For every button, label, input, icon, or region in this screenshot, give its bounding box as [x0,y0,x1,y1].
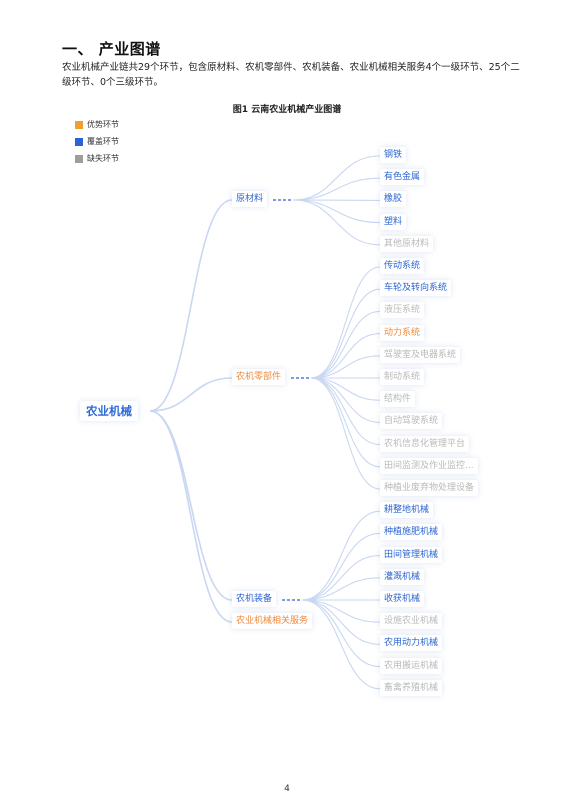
root-to-branch-link [149,410,233,623]
mindmap-branch: 原材料 [232,191,268,207]
page-number: 4 [284,784,290,794]
mindmap-leaf: 塑料 [380,213,407,230]
mindmap-leaf: 传动系统 [380,258,425,274]
legend-swatch-advantage [75,120,83,129]
branch-to-leaf-link [310,377,381,423]
branch-to-leaf-link [292,199,381,246]
mindmap-leaf: 驾驶室及电器系统 [380,346,461,363]
mindmap-branch: 农机零部件 [232,369,286,385]
mindmap-branch: 农机装备 [232,591,277,607]
legend-swatch-cover [75,137,83,146]
mindmap-leaf: 制动系统 [380,369,425,385]
mindmap-leaf: 耕整地机械 [380,502,434,519]
mindmap-leaf: 结构件 [380,391,416,408]
mindmap-root: 农业机械 [80,401,138,421]
root-to-branch-link [149,410,233,601]
mindmap-leaf: 灌溉机械 [380,568,425,585]
legend: 优势环节 覆盖环节 缺失环节 [75,116,119,167]
mindmap-leaf: 设施农业机械 [380,613,443,630]
branch-to-leaf-link [292,155,381,201]
mindmap-leaf: 农用搬运机械 [380,657,443,674]
intro-paragraph: 农业机械产业链共29个环节，包含原材料、农机零部件、农机装备、农业机械相关服务4… [62,62,520,88]
mindmap-leaf: 自动驾驶系统 [380,413,443,430]
branch-to-leaf-link [292,177,381,201]
mindmap-leaf: 动力系统 [380,324,425,341]
legend-label-cover: 覆盖环节 [87,137,119,146]
branch-to-leaf-link [292,199,381,224]
branch-to-leaf-link [310,333,381,379]
mindmap-leaf: 有色金属 [380,169,425,186]
branch-to-leaf-link [301,599,381,645]
mindmap-leaf: 种植施肥机械 [380,524,443,541]
mindmap-leaf: 液压系统 [380,302,425,319]
legend-swatch-missing [75,154,83,163]
branch-to-leaf-link [301,577,381,601]
mindmap-leaf: 畜禽养殖机械 [380,679,443,696]
legend-label-missing: 缺失环节 [87,154,119,163]
branch-to-leaf-link [301,599,381,623]
branch-to-leaf-link [301,532,381,601]
legend-item-advantage: 优势环节 [75,116,119,133]
mindmap-leaf: 车轮及转向系统 [380,280,452,297]
branch-to-leaf-link [310,310,381,379]
branch-to-leaf-link [301,599,381,690]
branch-to-leaf-link [301,599,381,668]
branch-to-leaf-link [310,377,381,401]
branch-to-leaf-link [301,510,381,601]
branch-to-leaf-link [310,355,381,379]
branch-to-leaf-link [310,377,381,490]
legend-item-missing: 缺失环节 [75,150,119,167]
mindmap-leaf: 种植业废弃物处理设备 [380,480,479,496]
branch-to-leaf-link [310,266,381,379]
mindmap-leaf: 农用动力机械 [380,635,443,652]
mindmap-leaf: 钢铁 [380,147,407,163]
root-to-branch-link [149,199,233,412]
branch-to-leaf-link [310,377,381,468]
mindmap-leaf: 其他原材料 [380,235,434,252]
legend-item-cover: 覆盖环节 [75,133,119,150]
branch-to-leaf-link [301,555,381,601]
figure-title: 图1 云南农业机械产业图谱 [232,105,342,115]
branch-to-leaf-link [310,288,381,379]
mindmap-leaf: 田间管理机械 [380,546,443,563]
mindmap-branch: 农业机械相关服务 [232,613,313,629]
mindmap-leaf: 收获机械 [380,591,425,607]
legend-label-advantage: 优势环节 [87,120,119,129]
root-to-branch-link [149,377,233,412]
mindmap-leaf: 橡胶 [380,191,407,208]
mindmap-leaf: 田间监测及作业监控... [380,457,478,474]
mindmap-leaf: 农机信息化管理平台 [380,435,470,452]
section-heading: 一、 产业图谱 [62,40,161,58]
